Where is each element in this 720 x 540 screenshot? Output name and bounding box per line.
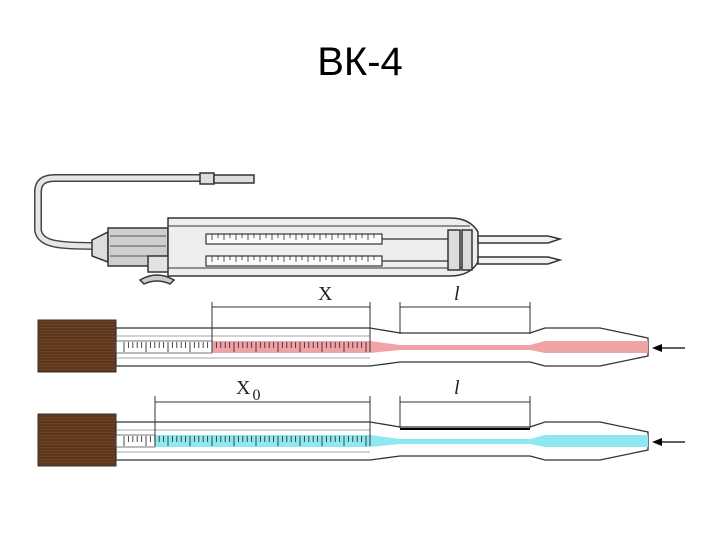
tube-handle-bottom xyxy=(37,413,117,467)
pipette-device-illustration xyxy=(34,172,563,285)
label-x: X xyxy=(318,283,333,305)
liquid-column-top xyxy=(212,341,648,353)
scale-ticks-bottom xyxy=(123,436,367,446)
label-l-top: l xyxy=(454,283,460,305)
measurement-tube-x: X l xyxy=(37,283,685,373)
label-l-bottom: l xyxy=(454,377,460,399)
tube-handle-top xyxy=(37,319,117,373)
slide-title: ВК-4 xyxy=(317,40,403,84)
scale-ticks-top xyxy=(123,342,367,352)
